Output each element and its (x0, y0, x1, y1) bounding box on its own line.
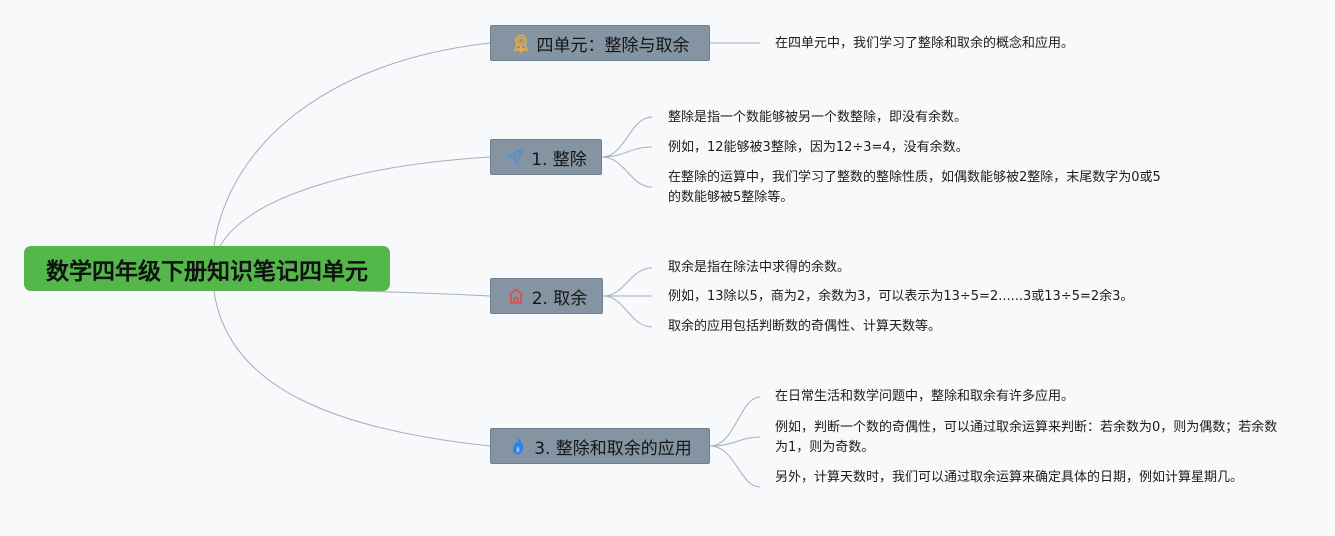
branch-divisibility[interactable]: 1. 整除 (490, 139, 602, 175)
leaf-divisibility-0: 整除是指一个数能够被另一个数整除，即没有余数。 (668, 110, 968, 125)
branch-remainder[interactable]: 2. 取余 (490, 278, 603, 314)
branch-overview-label: 四单元：整除与取余 (536, 35, 690, 56)
branch-divisibility-label: 1. 整除 (531, 149, 587, 170)
link-root-branch-3 (213, 290, 491, 447)
link-branch-1-leaf-0 (601, 116, 653, 158)
leaf-divisibility-1: 例如，12能够被3整除，因为12÷3=4，没有余数。 (668, 140, 969, 155)
leaf-remainder-0: 取余是指在除法中求得的余数。 (668, 260, 851, 275)
link-branch-1-leaf-2 (601, 156, 653, 188)
paper-plane-icon (505, 147, 525, 167)
link-branch-3-leaf-1 (709, 436, 761, 447)
link-root-branch-2 (354, 290, 491, 297)
link-branch-3-leaf-2 (709, 445, 761, 488)
link-root-branch-0 (213, 42, 491, 247)
link-root-branch-1 (219, 156, 491, 247)
leaf-applications-1: 例如，判断一个数的奇偶性，可以通过取余运算来判断：若余数为0，则为偶数；若余数为… (775, 420, 1278, 455)
branch-applications[interactable]: 3. 整除和取余的应用 (490, 428, 710, 464)
leaf-overview-0: 在四单元中，我们学习了整除和取余的概念和应用。 (775, 36, 1075, 51)
link-branch-3-leaf-0 (709, 396, 761, 447)
branch-applications-label: 3. 整除和取余的应用 (534, 438, 692, 459)
leaf-remainder-2: 取余的应用包括判断数的奇偶性、计算天数等。 (668, 319, 942, 334)
home-icon (506, 286, 526, 306)
link-branch-2-leaf-0 (602, 267, 653, 297)
link-branch-1-leaf-1 (601, 146, 653, 158)
leaf-divisibility-2: 在整除的运算中，我们学习了整数的整除性质，如偶数能够被2整除，末尾数字为0或5的… (668, 170, 1161, 205)
award-icon (511, 33, 531, 53)
leaf-remainder-1: 例如，13除以5，商为2，余数为3，可以表示为13÷5=2......3或13÷… (668, 289, 1134, 304)
leaf-applications-2: 另外，计算天数时，我们可以通过取余运算来确定具体的日期，例如计算星期几。 (775, 470, 1244, 485)
fire-icon (508, 436, 528, 456)
branch-remainder-label: 2. 取余 (531, 288, 588, 309)
root-title: 数学四年级下册知识笔记四单元 (46, 258, 368, 285)
branch-overview[interactable]: 四单元：整除与取余 (490, 25, 710, 61)
link-branch-2-leaf-2 (602, 295, 653, 328)
root-node[interactable]: 数学四年级下册知识笔记四单元 (24, 246, 390, 291)
leaf-applications-0: 在日常生活和数学问题中，整除和取余有许多应用。 (775, 389, 1075, 404)
